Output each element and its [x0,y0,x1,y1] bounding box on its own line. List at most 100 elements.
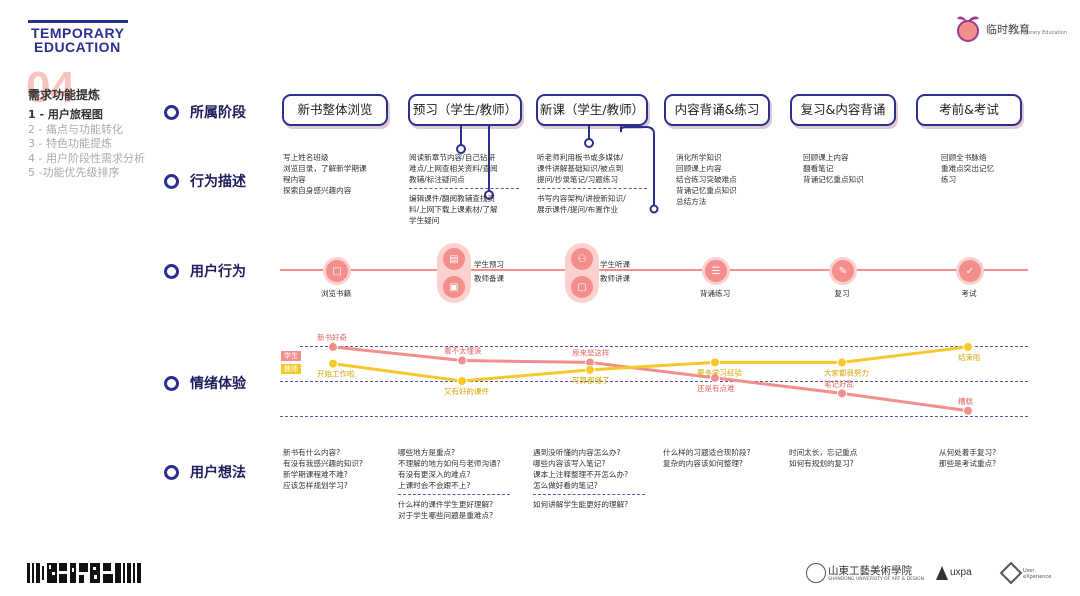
action-recite-label: 背诵练习 [699,289,731,298]
peach-logo-icon [952,14,984,42]
row-dot-thoughts [164,465,179,480]
row-label-emotion: 情绪体验 [190,376,246,392]
teacher-prepare-icon[interactable]: ▣ [440,273,468,301]
student-emotion-point [328,341,338,352]
nav-item-pain-points[interactable]: 2 - 痛点与功能转化 [28,122,123,136]
stage-new-lesson[interactable]: 新课（学生/教师） [536,94,648,126]
student-emotion-point [963,405,973,416]
thought-browse: 新书有什么内容? 有没有我感兴趣的知识? 新学期课程难不难? 应该怎样规划学习? [283,448,363,490]
teacher-emotion-point [837,357,847,368]
row-label-stage: 所属阶段 [190,105,246,121]
action-exam-label: 考试 [961,289,977,298]
thought-preview-divider [398,494,510,495]
footer-school-name: 山東工藝美術學院 [828,565,912,577]
action-review-label: 复习 [834,289,850,298]
legend-student: 学生 [281,351,301,361]
teacher-emotion-label: 要多学习经验 [697,367,742,377]
nav-item-features[interactable]: 3 - 特色功能提炼 [28,137,112,150]
thought-exam: 从何处着手复习? 那些是考试重点? [939,448,997,468]
connector-pin [584,138,594,148]
desc-lesson-student: 听老师利用板书或多媒体/ 课件讲解基础知识/被点到 提问/抄录笔记/习题练习 [537,153,624,184]
desc-lesson-divider [537,188,647,189]
student-preview-icon[interactable]: ▤ [440,245,468,273]
desc-browse: 写上姓名班级 浏览目录，了解新学期课 程内容 探索自身感兴趣内容 [283,153,367,195]
row-label-behavior: 行为描述 [190,174,246,190]
thought-lesson-student: 遇到没听懂的内容怎么办? 哪些内容该写入笔记? 课本上注释整理不开怎么办? 怎么… [533,448,629,490]
teacher-emotion-label: 大家都很努力 [824,367,869,377]
book-icon[interactable]: □ [323,257,351,285]
action-browse-label: 浏览书籍 [320,289,352,298]
connector-pin [456,144,466,154]
stage-preview[interactable]: 预习（学生/教师） [408,94,522,126]
student-listen-icon[interactable]: ⚇ [568,245,596,273]
brand-top-bar [28,20,128,23]
teacher-emotion-line [332,345,969,383]
nav-item-journey-map[interactable]: 1 - 用户旅程图 [28,108,103,121]
section-number: 04 [26,63,75,112]
stage-exam[interactable]: 考前&考试 [916,94,1022,126]
section-title: 需求功能提炼 [28,88,101,102]
top-logo-name: 临时教育 [986,23,1030,36]
row-label-thoughts: 用户想法 [190,465,246,481]
brand-logo-line1: TEMPORARY [31,25,125,41]
emotion-gridline [300,346,1028,347]
row-dot-emotion [164,376,179,391]
desc-preview-divider [409,188,519,189]
teacher-emotion-point [585,364,595,375]
row-dot-stage [164,105,179,120]
emotion-gridline [280,416,1028,417]
desc-exam: 回顾全书脉络 重难点突出记忆 练习 [941,153,995,184]
footer-uxpa: uxpa [950,567,972,578]
footer-ux: User eXperience [1023,568,1052,580]
thought-preview-student: 哪些地方是重点? 不理解的地方如何与老师沟通? 有没有更深入的难点? 上课时会不… [398,448,501,490]
review-icon[interactable]: ✎ [829,257,857,285]
stage-browse-new-book[interactable]: 新书整体浏览 [282,94,388,126]
exam-icon[interactable]: ✓ [956,257,984,285]
connector-lesson-teacher-path [620,126,659,214]
connector-lesson-student [588,124,590,142]
student-emotion-point [710,372,720,383]
desc-preview-student: 阅读新章节内容/自己钻研 难点/上网查相关资料/查阅 教辅/标注疑问点 [409,153,498,184]
stage-recite-practice[interactable]: 内容背诵&练习 [664,94,770,126]
student-emotion-label: 原来是这样 [572,347,610,357]
thought-review: 时间太长，忘记重点 如何有规划的复习? [789,448,858,468]
teacher-emotion-label: 又有好的课件 [444,386,489,396]
desc-preview-teacher: 编辑课件/翻阅教辅查找资 料/上网下载上课素材/了解 学生疑问 [409,194,498,225]
nav-item-priority[interactable]: 5 -功能优先级排序 [28,166,120,179]
top-logo-sub: Temporary Education [1014,30,1068,36]
teacher-emotion-point [457,376,467,386]
notebook-icon[interactable]: ☰ [702,257,730,285]
connector-preview-student [460,124,462,148]
teacher-emotion-point [710,357,720,368]
thought-recite: 什么样的习题适合现阶段? 复杂的内容该如何整理? [663,448,751,468]
student-emotion-line [332,345,969,413]
teacher-emotion-label: 结束啦 [958,352,981,362]
action-student-preview-label: 学生预习 [474,260,504,269]
footer-school-en: SHANDONG UNIVERSITY OF ART & DESIGN [828,577,925,582]
teacher-lecture-icon[interactable]: ▢ [568,273,596,301]
thought-preview-teacher: 什么样的课件学生更好理解? 对于学生哪些问题是重难点? [398,500,494,520]
stage-review-recite[interactable]: 复习&内容背诵 [790,94,896,126]
action-teacher-prepare-label: 教师备课 [474,274,504,283]
student-emotion-label: 笔记好乱 [824,378,854,388]
action-teacher-lecture-label: 教师讲课 [600,274,630,283]
student-emotion-point [457,355,467,366]
row-dot-behavior [164,174,179,189]
legend-teacher: 教师 [281,364,301,374]
emotion-gridline [280,381,1028,382]
school-seal-icon [806,563,826,583]
action-timeline-line [280,269,1028,271]
student-emotion-point [837,388,847,399]
teacher-emotion-point [328,358,338,369]
teacher-emotion-label: 开始工作啦 [317,369,355,379]
desc-lesson-teacher: 书写内容架构/讲授新知识/ 展示课件/提问/布置作业 [537,194,626,214]
connector-pin [484,190,494,200]
teacher-emotion-label: 可算都懂了 [572,375,610,385]
teacher-emotion-point [963,341,973,352]
row-label-action: 用户行为 [190,264,246,280]
nav-item-stage-needs[interactable]: 4 - 用户阶段性需求分析 [28,151,145,165]
desc-recite: 消化所学知识 回顾课上内容 结合练习突破难点 背诵记忆重点知识 总结方法 [676,153,737,206]
student-emotion-label: 看不太懂诶 [444,346,482,356]
barcode-logo [27,563,141,583]
